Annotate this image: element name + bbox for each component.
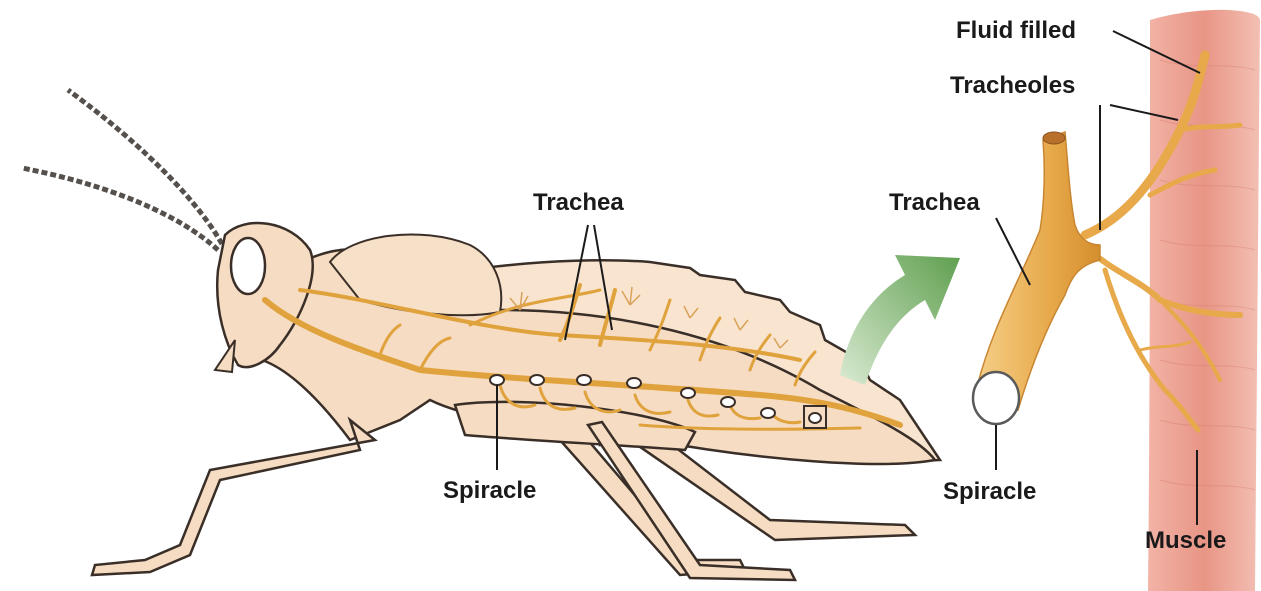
spiracle-hole [577,375,591,385]
label-trachea-detail: Trachea [889,189,980,216]
spiracle-hole [809,413,821,423]
label-trachea-insect: Trachea [533,189,624,216]
mouthparts [215,340,235,372]
insect [22,90,940,580]
trachea-open-end [1043,132,1065,144]
spiracle-hole [721,397,735,407]
spiracle-hole [627,378,641,388]
leg-front [92,420,375,575]
label-tracheoles: Tracheoles [950,72,1075,99]
spiracle-hole [761,408,775,418]
spiracle-hole [681,388,695,398]
detail-spiracle [973,372,1019,424]
label-muscle: Muscle [1145,527,1226,554]
spiracle-hole [530,375,544,385]
label-spiracle-insect: Spiracle [443,477,536,504]
label-spiracle-detail: Spiracle [943,478,1036,505]
antenna-1 [68,90,222,244]
spiracle-hole [490,375,504,385]
antenna-2 [22,168,218,250]
zoom-arrow [840,255,960,385]
label-fluid-filled: Fluid filled [956,17,1076,44]
compound-eye [231,238,265,294]
trachea-tube [975,132,1100,410]
